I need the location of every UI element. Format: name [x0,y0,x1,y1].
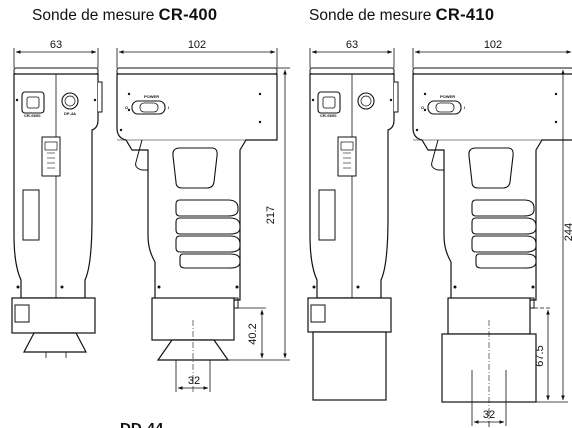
cr410-dim-aperture: 32 [483,409,495,421]
cr400-mark-o: O [125,105,128,110]
cr400-side-body [13,67,103,299]
cr400-side-view [11,67,103,358]
cr410-port-a-label: CR-S600 [320,113,337,118]
cr400-port-a-label: CR-S600 [24,113,41,118]
cr410-mark-i: I [464,105,465,110]
cr410-side-body [309,67,399,299]
cr400-dim-head: 40.2 [247,323,259,344]
cr400-side-foot [23,332,87,353]
cr410-dim-head: 67.5 [534,345,546,366]
cr410-dim-width-side: 63 [346,39,358,51]
title-cr410-prefix: Sonde de mesure [309,7,436,24]
cr400-dim-width-front: 102 [188,39,206,51]
cr400-mark-i: I [168,105,169,110]
cr410-dimensions [309,48,572,428]
cr400-dimensions [13,48,290,392]
cr400-front-view [116,67,278,392]
cr410-side-view [307,67,399,401]
cr400-front-body [116,67,278,301]
cr410-mark-o: O [421,105,424,110]
title-cr400-model: CR-400 [158,6,218,24]
cr410-dim-width-front: 102 [484,39,502,51]
title-cr410-model: CR-410 [435,6,495,24]
cr400-power-label: POWER [144,94,159,99]
cr410-side-tube [312,331,387,401]
footer-fragment: DD-44 [120,420,164,428]
cr410-front-view [412,67,572,410]
cr400-dim-width-side: 63 [50,39,62,51]
cr400-port-b-label: DP-4A [64,111,76,116]
cr410-front-body [412,67,572,301]
title-cr400-prefix: Sonde de mesure [32,7,159,24]
cr400-dim-height: 217 [265,206,277,224]
cr410-power-label: POWER [440,94,455,99]
title-cr410: Sonde de mesure CR-410 [309,6,494,25]
cr400-dim-aperture: 32 [188,375,200,387]
title-cr400: Sonde de mesure CR-400 [32,6,217,25]
cr410-dim-height: 244 [563,223,572,241]
